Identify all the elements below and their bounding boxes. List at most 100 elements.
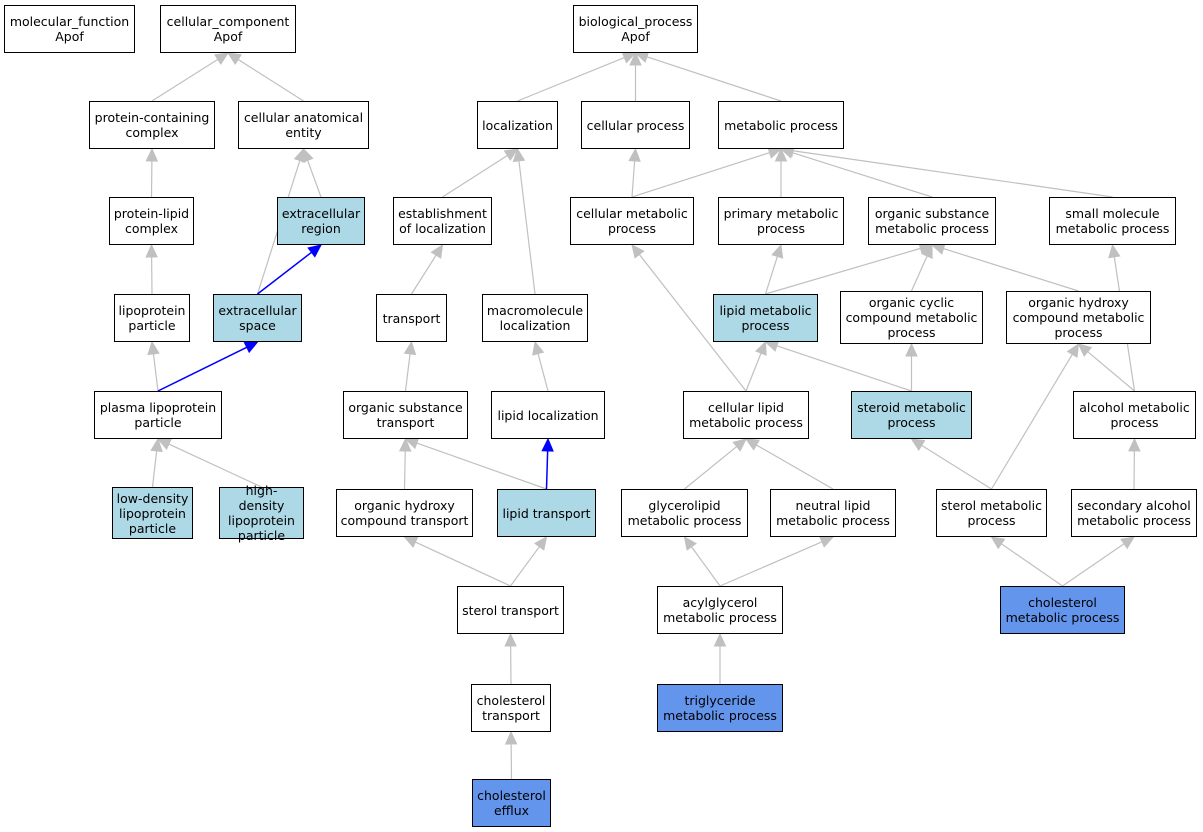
arrowhead-st-to-ohct — [403, 536, 419, 548]
edge-er-to-cae — [307, 160, 322, 198]
go-term-node-ost[interactable]: organic substance transport — [343, 391, 468, 439]
go-term-node-ohct[interactable]: organic hydroxy compound transport — [336, 489, 473, 537]
go-term-node-glmp[interactable]: glycerolipid metabolic process — [621, 489, 748, 537]
edge-st-to-lt — [510, 546, 540, 587]
go-term-node-osmp[interactable]: organic substance metabolic process — [868, 197, 996, 245]
go-term-node-mf[interactable]: molecular_function Apof — [4, 5, 135, 53]
arrowhead-nlmp-to-clmp — [744, 438, 760, 451]
go-term-node-eol[interactable]: establishment of localization — [393, 197, 492, 245]
go-term-node-pcc[interactable]: protein-containing complex — [89, 101, 215, 149]
edge-hdl-to-plp — [168, 443, 262, 488]
edge-clmp-to-lmp — [745, 352, 762, 392]
go-term-node-loc[interactable]: localization — [477, 101, 558, 149]
edge-glmp-to-clmp — [684, 446, 738, 490]
go-term-node-bp[interactable]: biological_process Apof — [573, 5, 698, 53]
edge-chmp-to-samp — [1062, 543, 1125, 587]
arrowhead-clmp-to-lmp — [755, 340, 767, 356]
go-term-node-tgmp[interactable]: triglyceride metabolic process — [657, 684, 783, 732]
go-term-node-st[interactable]: sterol transport — [457, 586, 564, 634]
go-term-node-mloc[interactable]: macromolecule localization — [482, 294, 588, 342]
edge-eol-to-loc — [442, 154, 508, 198]
edge-amp-to-ohcmp — [1087, 351, 1135, 392]
edge-cae-to-cc — [237, 58, 304, 102]
go-term-node-ldl[interactable]: low-density lipoprotein particle — [112, 487, 193, 539]
go-term-node-pmp[interactable]: primary metabolic process — [718, 197, 844, 245]
go-term-node-er[interactable]: extracellular region — [277, 197, 365, 245]
go-term-node-samp[interactable]: secondary alcohol metabolic process — [1071, 489, 1197, 537]
arrowhead-eol-to-loc — [503, 148, 519, 162]
edge-st-to-ohct — [415, 541, 511, 587]
arrowhead-lt-to-lloc — [541, 437, 554, 452]
go-term-node-hdl[interactable]: high-density lipoprotein particle — [219, 483, 304, 543]
go-term-node-cp[interactable]: cellular process — [581, 101, 690, 149]
go-term-node-agmp[interactable]: acylglycerol metabolic process — [657, 586, 783, 634]
arrowhead-es-to-er — [307, 244, 322, 258]
edge-es-to-er — [257, 251, 312, 295]
edge-lmp-to-osmp — [765, 247, 921, 295]
edge-sterolmp-to-stmp — [921, 444, 992, 490]
edge-cmp-to-mp — [631, 152, 770, 198]
edge-mloc-to-loc — [518, 160, 536, 295]
go-term-node-cmp[interactable]: cellular metabolic process — [570, 197, 694, 245]
go-term-node-occmp[interactable]: organic cyclic compound metabolic proces… — [840, 291, 983, 344]
edge-chmp-to-sterolmp — [1001, 543, 1063, 587]
go-term-node-chmp[interactable]: cholesterol metabolic process — [1000, 586, 1125, 634]
go-term-node-clmp[interactable]: cellular lipid metabolic process — [683, 391, 809, 439]
arrowhead-pcc-to-cc — [214, 52, 230, 65]
go-term-node-cc[interactable]: cellular_component Apof — [160, 5, 296, 53]
edge-ost-to-tr — [404, 353, 411, 392]
arrowhead-glmp-to-clmp — [732, 438, 747, 452]
arrowhead-occmp-to-osmp — [921, 243, 933, 259]
go-term-node-plc[interactable]: protein-lipid complex — [109, 197, 194, 245]
arrowhead-amp-to-ohcmp — [1077, 343, 1093, 357]
go-term-node-es[interactable]: extracellular space — [213, 294, 302, 342]
arrowhead-cae-to-cc — [226, 52, 242, 66]
arrowhead-plp-to-es — [243, 341, 259, 354]
edge-loc-to-bp — [517, 56, 625, 102]
go-term-node-stmp[interactable]: steroid metabolic process — [851, 391, 972, 439]
go-term-node-lpp[interactable]: lipoprotein particle — [114, 294, 190, 342]
edge-lloc-to-mloc — [537, 353, 549, 392]
go-term-node-plp[interactable]: plasma lipoprotein particle — [94, 391, 222, 439]
arrowhead-sterolmp-to-ohcmp — [1066, 342, 1080, 358]
arrowhead-plp-to-lpp — [147, 340, 160, 356]
edge-plp-to-lpp — [152, 353, 159, 392]
edge-lt-to-lloc — [545, 450, 549, 490]
edge-lmp-to-pmp — [764, 256, 778, 295]
go-term-node-nlmp[interactable]: neutral lipid metabolic process — [770, 489, 896, 537]
arrowhead-pmp-to-mp — [774, 147, 788, 162]
arrowhead-tgmp-to-agmp — [713, 632, 727, 647]
go-term-node-ohcmp[interactable]: organic hydroxy compound metabolic proce… — [1006, 291, 1151, 344]
edge-stmp-to-lmp — [776, 345, 912, 392]
edge-ohcmp-to-osmp — [943, 248, 1079, 292]
edge-plp-to-es — [157, 346, 248, 392]
edge-mp-to-bp — [646, 56, 782, 102]
arrowhead-ohct-to-ost — [398, 437, 412, 452]
arrowhead-sterolmp-to-stmp — [910, 438, 926, 451]
edge-agmp-to-glmp — [691, 546, 721, 587]
edge-nlmp-to-clmp — [756, 444, 834, 490]
arrowhead-chmp-to-samp — [1120, 536, 1135, 550]
go-term-node-lmp[interactable]: lipid metabolic process — [713, 294, 818, 342]
go-term-node-ce[interactable]: cholesterol efflux — [472, 779, 551, 827]
edge-cmp-to-cp — [631, 160, 636, 198]
go-term-node-lloc[interactable]: lipid localization — [491, 391, 605, 439]
go-term-node-ct[interactable]: cholesterol transport — [471, 684, 551, 732]
arrowhead-lloc-to-mloc — [532, 340, 545, 356]
arrowhead-plc-to-pcc — [145, 147, 159, 162]
edge-smmp-to-mp — [792, 150, 1113, 198]
go-term-node-lt[interactable]: lipid transport — [497, 489, 596, 537]
go-term-node-smmp[interactable]: small molecule metabolic process — [1049, 197, 1176, 245]
go-term-node-sterolmp[interactable]: sterol metabolic process — [936, 489, 1047, 537]
go-term-node-tr[interactable]: transport — [376, 294, 447, 342]
go-term-node-cae[interactable]: cellular anatomical entity — [238, 101, 369, 149]
arrowhead-amp-to-smmp — [1108, 243, 1121, 259]
arrowhead-lmp-to-pmp — [771, 243, 784, 259]
edge-tr-to-eol — [410, 254, 437, 295]
arrowhead-lpp-to-plc — [145, 243, 158, 258]
arrowhead-cp-to-bp — [629, 51, 642, 66]
go-term-node-mp[interactable]: metabolic process — [718, 101, 844, 149]
go-term-node-amp[interactable]: alcohol metabolic process — [1073, 391, 1196, 439]
edge-ldl-to-plp — [151, 450, 158, 488]
